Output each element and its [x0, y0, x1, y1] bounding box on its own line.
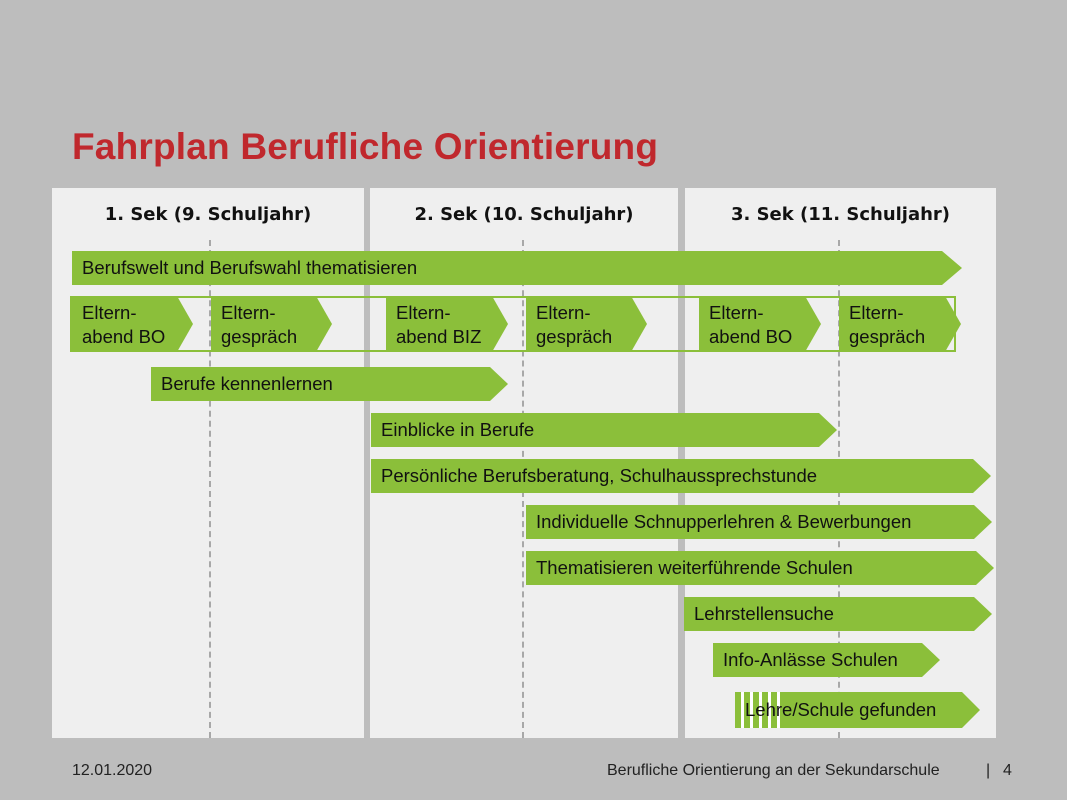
arrow-elternabend-biz-line1: Eltern-: [396, 302, 451, 323]
column-header-3: 3. Sek (11. Schuljahr): [730, 204, 951, 225]
arrow-berufsberatung-label: Persönliche Berufsberatung, Schulhausspr…: [381, 465, 818, 486]
footer-page-number: 4: [1003, 762, 1012, 779]
column-header-2: 2. Sek (10. Schuljahr): [414, 204, 634, 225]
arrow-elterngespraech-1-line1: Eltern-: [221, 302, 276, 323]
arrow-elternabend-bo-3: Eltern- abend BO: [699, 296, 821, 352]
arrow-elterngespraech-3-line1: Eltern-: [849, 302, 904, 323]
arrow-elterngespraech-3: Eltern- gespräch: [839, 296, 961, 352]
striped-arrow-tail: [735, 692, 781, 728]
arrow-elternabend-bo-3-line2: abend BO: [709, 326, 793, 347]
arrow-elterngespraech-2-line1: Eltern-: [536, 302, 591, 323]
arrow-elterngespraech-3-line2: gespräch: [849, 326, 926, 347]
parent-events-frame: [70, 296, 956, 352]
arrow-info-anlaesse: Info-Anlässe Schulen: [713, 643, 940, 677]
arrow-lehrstellensuche-label: Lehrstellensuche: [694, 603, 834, 624]
arrow-elterngespraech-1: Eltern- gespräch: [211, 296, 332, 352]
arrow-elternabend-bo-1: Eltern- abend BO: [72, 296, 193, 352]
arrow-berufswelt-label: Berufswelt und Berufswahl thematisieren: [82, 257, 418, 278]
arrow-berufsberatung: Persönliche Berufsberatung, Schulhausspr…: [371, 459, 991, 493]
arrow-einblicke-label: Einblicke in Berufe: [381, 419, 535, 440]
arrow-elternabend-bo-1-line2: abend BO: [82, 326, 166, 347]
arrow-schnupperlehren-label: Individuelle Schnupperlehren & Bewerbung…: [536, 511, 912, 532]
arrow-elternabend-biz: Eltern- abend BIZ: [386, 296, 508, 352]
arrow-schnupperlehren: Individuelle Schnupperlehren & Bewerbung…: [526, 505, 992, 539]
footer-date: 12.01.2020: [72, 762, 153, 779]
arrow-lehre-gefunden-label: Lehre/Schule gefunden: [745, 699, 937, 720]
arrow-elternabend-bo-3-line1: Eltern-: [709, 302, 764, 323]
arrow-elterngespraech-2-line2: gespräch: [536, 326, 613, 347]
arrow-info-anlaesse-label: Info-Anlässe Schulen: [723, 649, 898, 670]
arrow-weiterfuehrende-schulen-label: Thematisieren weiterführende Schulen: [536, 557, 853, 578]
arrow-berufe-kennenlernen-label: Berufe kennenlernen: [161, 373, 333, 394]
arrow-lehrstellensuche: Lehrstellensuche: [684, 597, 992, 631]
footer-separator: |: [986, 762, 991, 779]
arrow-elternabend-bo-1-line1: Eltern-: [82, 302, 137, 323]
footer-title: Berufliche Orientierung an der Sekundars…: [607, 762, 940, 779]
arrow-elterngespraech-2: Eltern- gespräch: [526, 296, 647, 352]
arrow-weiterfuehrende-schulen: Thematisieren weiterführende Schulen: [526, 551, 994, 585]
arrow-lehre-gefunden-text: Lehre/Schule gefunden: [735, 692, 965, 728]
arrow-elterngespraech-1-line2: gespräch: [221, 326, 298, 347]
column-header-1: 1. Sek (9. Schuljahr): [104, 204, 312, 225]
semester-divider-1: [209, 240, 211, 738]
arrow-berufe-kennenlernen: Berufe kennenlernen: [151, 367, 508, 401]
arrow-berufswelt: Berufswelt und Berufswahl thematisieren: [72, 251, 962, 285]
slide-title: Fahrplan Berufliche Orientierung: [72, 126, 659, 167]
arrow-einblicke: Einblicke in Berufe: [371, 413, 837, 447]
arrow-elternabend-biz-line2: abend BIZ: [396, 326, 482, 347]
